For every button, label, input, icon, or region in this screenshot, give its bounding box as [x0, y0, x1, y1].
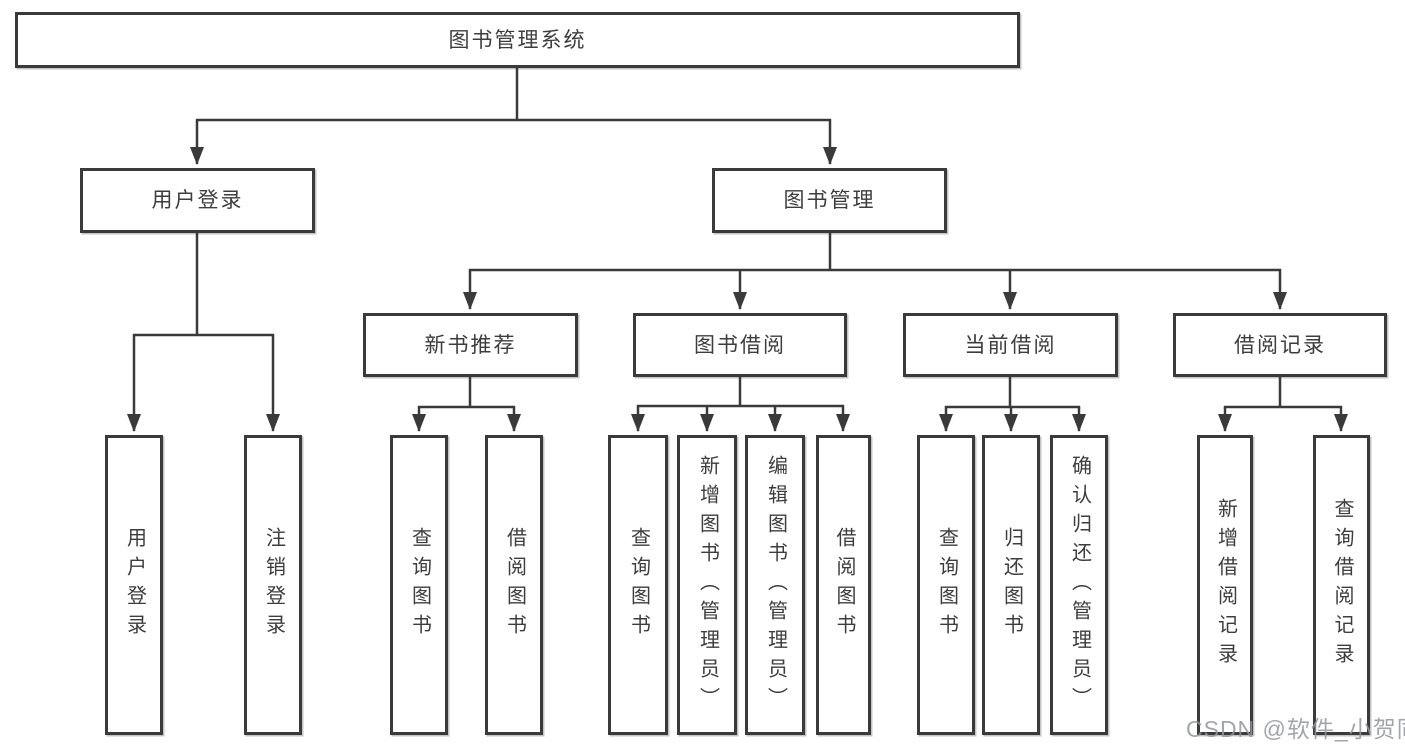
leaf-query-books-1: 查询图书	[390, 435, 448, 735]
node-label: 查询图书	[935, 527, 958, 643]
leaf-borrow-books-1: 借阅图书	[485, 435, 543, 735]
node-label: 图书管理	[783, 189, 876, 212]
node-library-system-root: 图书管理系统	[15, 12, 1020, 68]
node-label: 图书借阅	[694, 333, 786, 357]
leaf-confirm-return-admin: 确认归还（管理员）	[1050, 435, 1108, 735]
node-label: 当前借阅	[964, 333, 1057, 357]
node-current-borrowing: 当前借阅	[903, 313, 1118, 377]
node-label: 确认归还（管理员）	[1068, 454, 1091, 716]
node-label: 新增图书（管理员）	[696, 454, 719, 716]
node-label: 新书推荐	[424, 333, 517, 357]
node-label: 注销登录	[262, 527, 285, 643]
node-book-management: 图书管理	[712, 168, 947, 233]
leaf-query-books-2: 查询图书	[608, 435, 668, 735]
leaf-user-login: 用户登录	[105, 435, 163, 735]
node-label: 图书管理系统	[448, 28, 587, 52]
leaf-query-borrow-record: 查询借阅记录	[1313, 435, 1370, 735]
node-label: 归还图书	[1000, 527, 1023, 643]
watermark: CSDN @软件_小贺同学	[1186, 716, 1405, 742]
node-label: 新增借阅记录	[1214, 498, 1237, 672]
node-label: 借阅记录	[1234, 333, 1326, 357]
node-new-book-recommendation: 新书推荐	[363, 313, 578, 377]
leaf-add-borrow-record: 新增借阅记录	[1197, 435, 1253, 735]
node-label: 用户登录	[151, 189, 244, 212]
leaf-logout-login: 注销登录	[244, 435, 302, 735]
leaf-edit-books-admin: 编辑图书（管理员）	[745, 435, 805, 735]
node-label: 编辑图书（管理员）	[764, 454, 787, 716]
node-label: 查询图书	[627, 527, 650, 643]
node-label: 借阅图书	[503, 527, 526, 643]
node-label: 借阅图书	[833, 527, 855, 643]
node-borrowing-records: 借阅记录	[1173, 313, 1387, 377]
node-book-borrowing: 图书借阅	[633, 313, 847, 377]
node-user-login: 用户登录	[80, 168, 315, 233]
leaf-return-books: 归还图书	[982, 435, 1040, 735]
node-label: 查询借阅记录	[1331, 498, 1353, 672]
leaf-add-books-admin: 新增图书（管理员）	[677, 435, 737, 735]
node-label: 查询图书	[408, 527, 431, 643]
leaf-query-books-3: 查询图书	[917, 435, 975, 735]
node-label: 用户登录	[123, 527, 146, 643]
leaf-borrow-books-2: 借阅图书	[816, 435, 871, 735]
